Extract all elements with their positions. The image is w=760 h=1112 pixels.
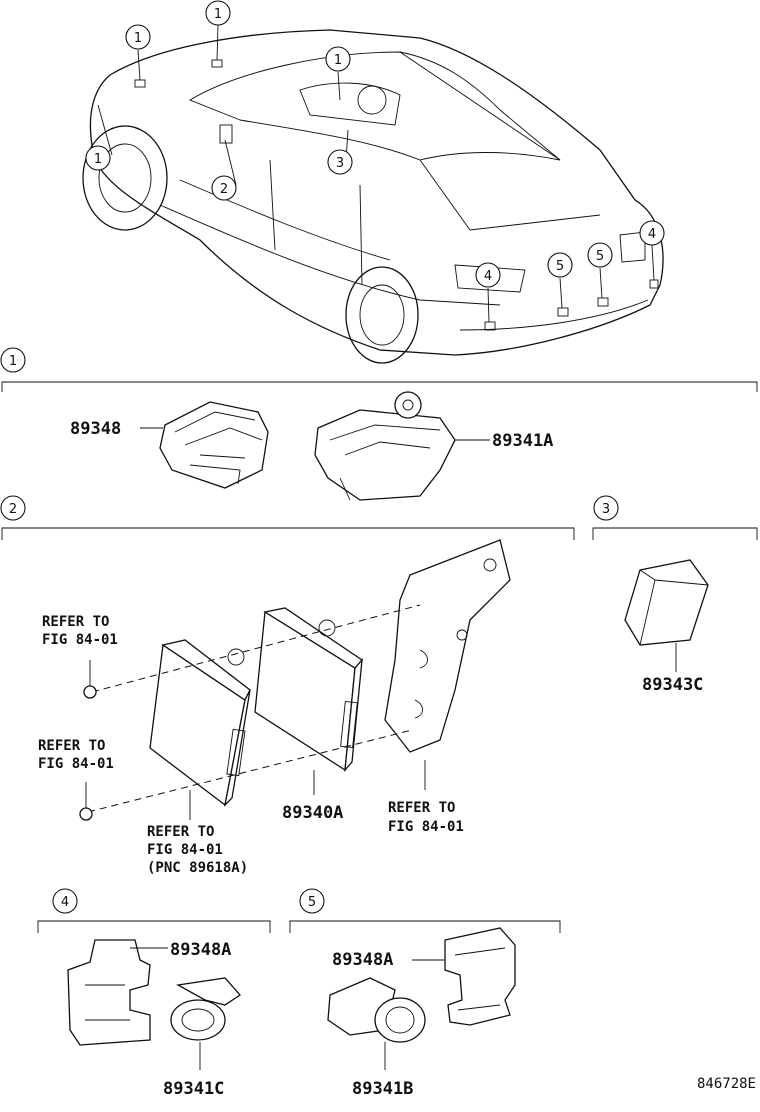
bracket-drawing (384, 539, 511, 790)
part-label-89348: 89348 (70, 419, 121, 439)
ref-nut-upper: REFER TO FIG 84-01 (42, 614, 118, 648)
svg-text:4: 4 (61, 895, 69, 910)
car-callout-1c: 1 (325, 46, 351, 72)
svg-text:(PNC 89618A): (PNC 89618A) (147, 860, 248, 876)
section-5-header: 5 (289, 888, 561, 933)
diagram-id: 846728E (697, 1076, 756, 1092)
car-callout-5b: 5 (587, 242, 613, 268)
car-callout-4b: 4 (639, 220, 665, 246)
svg-text:3: 3 (602, 502, 610, 517)
part-label-89341B: 89341B (352, 1079, 413, 1099)
part-label-89343C: 89343C (642, 675, 703, 695)
part-89341C-drawing (170, 977, 241, 1070)
part-89348A-g5-drawing (412, 927, 516, 1026)
svg-text:FIG 84-01: FIG 84-01 (388, 819, 464, 835)
part-label-89341C: 89341C (163, 1079, 224, 1099)
car-callout-1d: 1 (85, 145, 111, 171)
car-callout-3: 3 (327, 149, 353, 175)
svg-text:FIG 84-01: FIG 84-01 (38, 756, 114, 772)
ref-nut-lower: REFER TO FIG 84-01 (38, 738, 114, 772)
section-2-header: 2 (0, 495, 575, 540)
svg-text:FIG 84-01: FIG 84-01 (147, 842, 223, 858)
car-callout-5a: 5 (547, 252, 573, 278)
section-3-header: 3 (592, 495, 758, 540)
svg-text:REFER TO: REFER TO (38, 738, 105, 754)
part-label-89341A: 89341A (492, 431, 553, 451)
svg-text:2: 2 (220, 182, 228, 197)
svg-text:4: 4 (648, 227, 656, 242)
part-89340A-drawing (254, 607, 363, 795)
car-callout-1b: 1 (205, 0, 231, 26)
svg-text:REFER TO: REFER TO (388, 800, 455, 816)
part-89348A-g4-drawing (67, 939, 168, 1046)
svg-text:REFER TO: REFER TO (42, 614, 109, 630)
part-label-89348A-g4: 89348A (170, 940, 231, 960)
svg-text:1: 1 (214, 7, 222, 22)
part-89341A-drawing (314, 391, 490, 501)
part-label-89348A-g5: 89348A (332, 950, 393, 970)
svg-text:1: 1 (334, 53, 342, 68)
part-89348-drawing (140, 401, 269, 489)
ref-ecu: REFER TO FIG 84-01 (PNC 89618A) (147, 824, 248, 876)
svg-text:5: 5 (308, 895, 316, 910)
svg-text:1: 1 (9, 354, 17, 369)
svg-text:REFER TO: REFER TO (147, 824, 214, 840)
svg-text:2: 2 (9, 502, 17, 517)
car-callout-4a: 4 (475, 262, 501, 288)
part-89343C-drawing (624, 559, 709, 672)
part-89341B-drawing (327, 977, 426, 1070)
ref-bracket: REFER TO FIG 84-01 (388, 800, 464, 835)
svg-text:5: 5 (596, 249, 604, 264)
svg-text:3: 3 (336, 156, 344, 171)
mounting-lines (79, 604, 421, 821)
ecu-module-drawing (149, 639, 251, 807)
part-label-89340A: 89340A (282, 803, 343, 823)
svg-text:FIG 84-01: FIG 84-01 (42, 632, 118, 648)
svg-text:1: 1 (134, 31, 142, 46)
vehicle-illustration (82, 24, 664, 364)
car-callout-2: 2 (211, 175, 237, 201)
svg-text:5: 5 (556, 259, 564, 274)
car-callout-1a: 1 (125, 24, 151, 50)
section-4-header: 4 (37, 888, 271, 933)
svg-text:4: 4 (484, 269, 492, 284)
svg-text:1: 1 (94, 152, 102, 167)
section-1-header: 1 (0, 347, 758, 392)
